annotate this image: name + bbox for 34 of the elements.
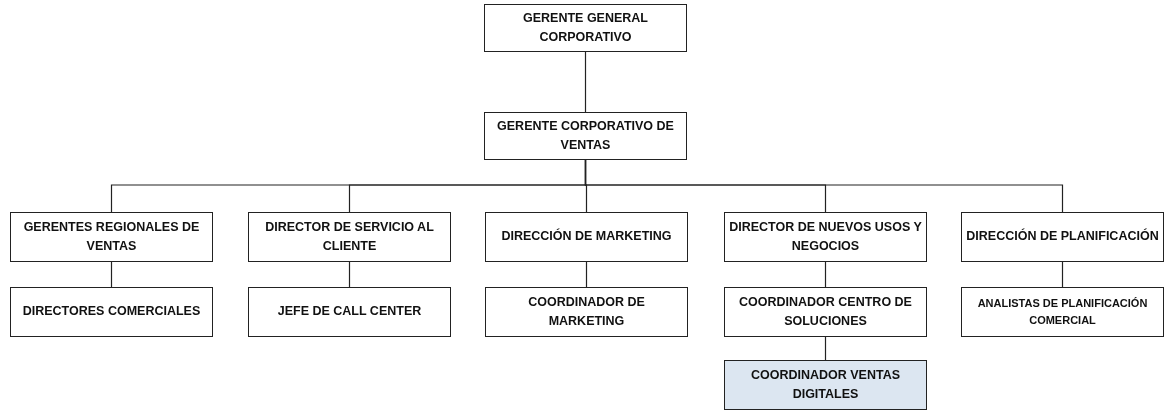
role-title: GERENTE GENERAL CORPORATIVO xyxy=(522,9,649,46)
role-title: DIRECTOR DE SERVICIO AL CLIENTE xyxy=(264,218,435,255)
role-title: DIRECCIÓN DE MARKETING xyxy=(501,227,672,246)
role-box xyxy=(485,287,688,337)
role-title: COORDINADOR CENTRO DE SOLUCIONES xyxy=(738,293,913,330)
role-box xyxy=(248,287,451,337)
connector-line xyxy=(585,261,588,288)
role-title: DIRECTOR DE NUEVOS USOS Y NEGOCIOS xyxy=(729,218,922,255)
connector-line xyxy=(824,336,827,361)
role-title: DIRECCIÓN DE PLANIFICACIÓN xyxy=(966,227,1159,246)
role-title: COORDINADOR DE MARKETING xyxy=(527,293,646,330)
role-box xyxy=(484,112,687,160)
connector-line xyxy=(584,159,1064,213)
role-title: GERENTE CORPORATIVO DE VENTAS xyxy=(496,117,675,154)
connector-line xyxy=(110,261,113,288)
connector-line xyxy=(824,261,827,288)
role-title: ANALISTAS DE PLANIFICACIÓN COMERCIAL xyxy=(976,295,1149,328)
connector-line xyxy=(1061,261,1064,288)
connector-line xyxy=(584,51,587,113)
role-title: JEFE DE CALL CENTER xyxy=(277,303,422,321)
role-box xyxy=(961,212,1164,262)
role-title: COORDINADOR VENTAS DIGITALES xyxy=(749,366,902,403)
role-box xyxy=(10,287,213,337)
role-title: GERENTES REGIONALES DE VENTAS xyxy=(22,218,201,255)
role-box xyxy=(248,212,451,262)
role-box xyxy=(724,212,927,262)
role-box xyxy=(961,287,1164,337)
role-box xyxy=(485,212,688,262)
role-box xyxy=(724,287,927,337)
role-box xyxy=(484,4,687,52)
highlighted-role-box xyxy=(724,360,927,410)
role-title: DIRECTORES COMERCIALES xyxy=(22,303,201,321)
role-box xyxy=(10,212,213,262)
connector-line xyxy=(348,261,351,288)
